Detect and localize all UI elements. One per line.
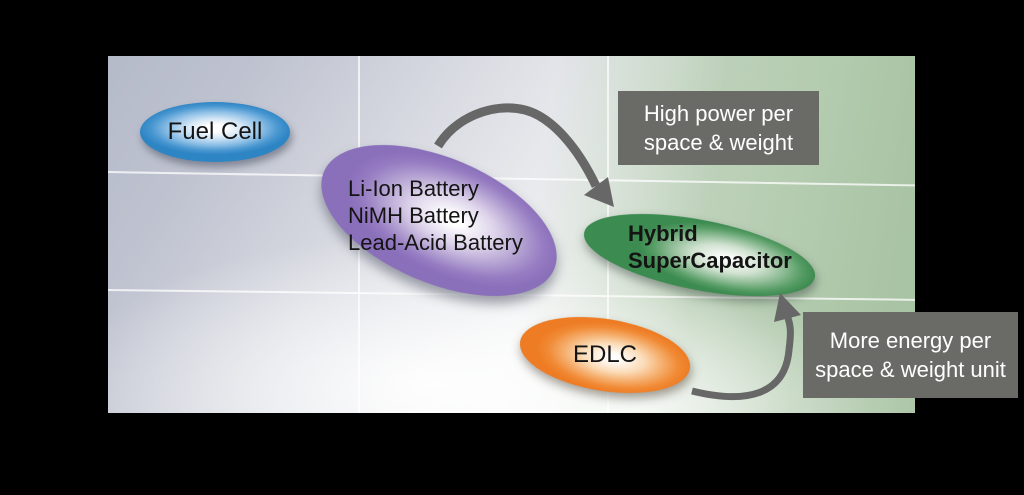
fuel-cell-label: Fuel Cell [167, 118, 263, 145]
callout-more-energy-text: More energy per space & weight unit [815, 328, 1006, 382]
node-fuel-cell: Fuel Cell [140, 102, 290, 162]
callout-high-power-text: High power per space & weight [643, 101, 794, 155]
batteries-label: Li-Ion Battery NiMH Battery Lead-Acid Ba… [348, 176, 523, 255]
callout-more-energy: More energy per space & weight unit [803, 312, 1018, 398]
callout-high-power: High power per space & weight [618, 91, 819, 165]
hybrid-supercapacitor-label: Hybrid SuperCapacitor [628, 221, 792, 273]
edlc-label: EDLC [572, 341, 638, 368]
